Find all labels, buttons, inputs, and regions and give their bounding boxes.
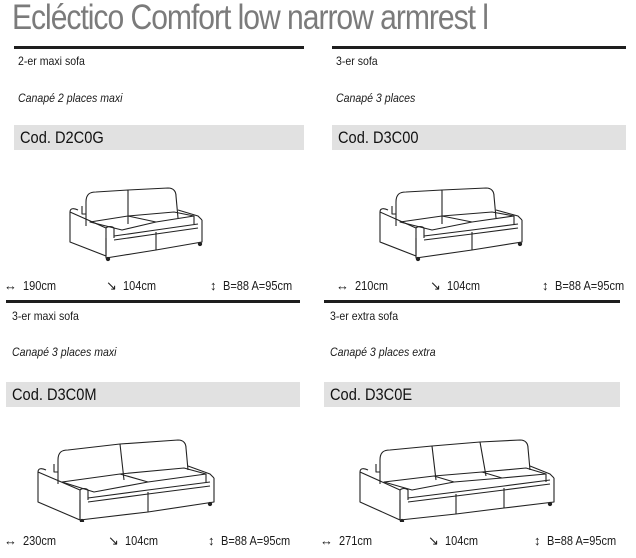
product-code-bar: Cod. D2C0G [14, 125, 304, 150]
height-value: B=88 A=95cm [554, 278, 624, 293]
depth-arrow-icon: ↘ [430, 278, 441, 293]
product-name-fr: Canapé 3 places extra [330, 345, 436, 359]
depth-value: 104cm [122, 279, 156, 293]
product-code: Cod. D3C0E [330, 385, 413, 404]
width-arrow-icon: ↔ [336, 278, 349, 293]
product-code: Cod. D2C0G [20, 128, 104, 147]
page-title: Ecléctico Comfort low narrow armrest l [12, 0, 489, 37]
section-divider [14, 46, 304, 49]
sofa-2-seat-drawing [379, 187, 523, 262]
product-name-fr: Canapé 2 places maxi [18, 91, 123, 105]
product-code-bar: Cod. D3C0E [324, 382, 620, 407]
product-panel-d3c00: 3-er sofa Canapé 3 places Cod. D3C00 ↔ 21… [332, 46, 628, 301]
width-value: 190cm [23, 278, 57, 293]
depth-arrow-icon: ↘ [108, 533, 119, 548]
height-value: B=88 A=95cm [222, 278, 292, 293]
product-code: Cod. D3C0M [12, 385, 97, 404]
product-code-bar: Cod. D3C0M [6, 382, 300, 407]
depth-value: 104cm [446, 279, 480, 293]
width-value: 210cm [355, 278, 389, 293]
depth-arrow-icon: ↘ [106, 278, 117, 293]
product-panel-d2c0g: 2-er maxi sofa Canapé 2 places maxi Cod.… [4, 46, 310, 301]
height-arrow-icon: ↕ [208, 533, 215, 548]
product-name: 2-er maxi sofa [18, 54, 85, 68]
product-name-fr: Canapé 3 places [336, 91, 416, 105]
sofa-3-seat-drawing [359, 439, 555, 522]
width-value: 271cm [339, 533, 373, 548]
dimensions-row: ↔ 271cm ↘ 104cm ↕ B=88 A=95cm [320, 533, 630, 549]
section-divider [6, 300, 300, 303]
product-name-fr: Canapé 3 places maxi [12, 345, 117, 359]
width-arrow-icon: ↔ [4, 533, 17, 548]
dimensions-row: ↔ 210cm ↘ 104cm ↕ B=88 A=95cm [336, 278, 636, 294]
width-value: 230cm [23, 533, 57, 548]
width-arrow-icon: ↔ [4, 278, 17, 293]
height-arrow-icon: ↕ [542, 278, 549, 293]
product-name: 3-er extra sofa [330, 309, 399, 323]
product-panel-d3c0m: 3-er maxi sofa Canapé 3 places maxi Cod.… [4, 300, 304, 555]
section-divider [324, 300, 620, 303]
product-name: 3-er sofa [336, 54, 378, 68]
height-value: B=88 A=95cm [220, 533, 290, 548]
width-arrow-icon: ↔ [320, 533, 333, 548]
product-code: Cod. D3C00 [338, 128, 419, 147]
depth-value: 104cm [444, 534, 478, 548]
height-arrow-icon: ↕ [210, 278, 217, 293]
dimensions-row: ↔ 230cm ↘ 104cm ↕ B=88 A=95cm [4, 533, 304, 549]
depth-value: 104cm [124, 534, 158, 548]
dimensions-row: ↔ 190cm ↘ 104cm ↕ B=88 A=95cm [4, 278, 304, 294]
height-value: B=88 A=95cm [546, 533, 616, 548]
product-panel-d3c0e: 3-er extra sofa Canapé 3 places extra Co… [320, 300, 620, 555]
sofa-2-seat-drawing [37, 439, 215, 522]
section-divider [332, 46, 626, 49]
sofa-2-seat-drawing [69, 187, 203, 262]
product-code-bar: Cod. D3C00 [332, 125, 626, 150]
depth-arrow-icon: ↘ [428, 533, 439, 548]
height-arrow-icon: ↕ [534, 533, 541, 548]
product-name: 3-er maxi sofa [12, 309, 79, 323]
